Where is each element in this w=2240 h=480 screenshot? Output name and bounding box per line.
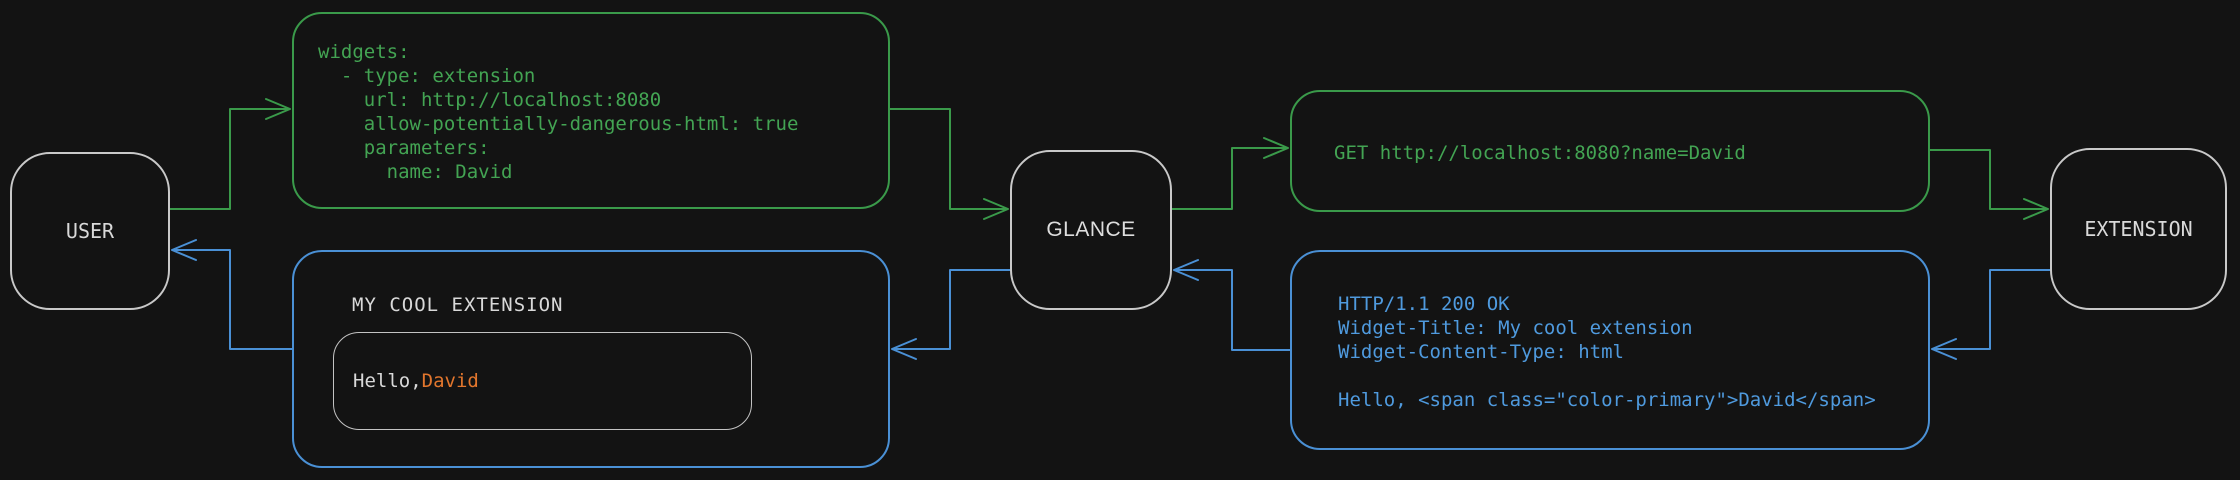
arrow-glance-to-request — [1171, 137, 1289, 210]
config-yaml-box: widgets: - type: extension url: http://l… — [292, 12, 890, 209]
node-extension-label: EXTENSION — [2084, 217, 2193, 241]
widget-title: MY COOL EXTENSION — [352, 294, 564, 316]
widget-greeting-box: Hello, David — [333, 332, 752, 430]
node-glance-label: GLANCE — [1046, 218, 1136, 241]
arrow-user-to-config — [169, 98, 291, 210]
arrow-request-to-extension — [1929, 149, 2049, 220]
arrow-widget-to-user — [171, 239, 293, 350]
node-extension: EXTENSION — [2050, 148, 2227, 310]
node-user-label: USER — [65, 219, 115, 243]
config-yaml-code: widgets: - type: extension url: http://l… — [318, 41, 799, 183]
http-response-code: HTTP/1.1 200 OK Widget-Title: My cool ex… — [1338, 293, 1876, 411]
arrow-response-to-glance — [1173, 259, 1291, 351]
http-request-box: GET http://localhost:8080?name=David — [1290, 90, 1930, 212]
http-response-box: HTTP/1.1 200 OK Widget-Title: My cool ex… — [1290, 250, 1930, 450]
greeting-prefix: Hello, — [353, 370, 422, 392]
node-user: USER — [10, 152, 170, 310]
arrow-glance-to-widget — [891, 269, 1011, 360]
http-request-code: GET http://localhost:8080?name=David — [1334, 142, 1746, 164]
greeting-name: David — [421, 370, 479, 392]
arrow-extension-to-response — [1931, 269, 2051, 360]
widget-preview-box: MY COOL EXTENSION Hello, David — [292, 250, 890, 468]
node-glance: GLANCE — [1010, 150, 1172, 310]
arrow-config-to-glance — [889, 108, 1009, 220]
